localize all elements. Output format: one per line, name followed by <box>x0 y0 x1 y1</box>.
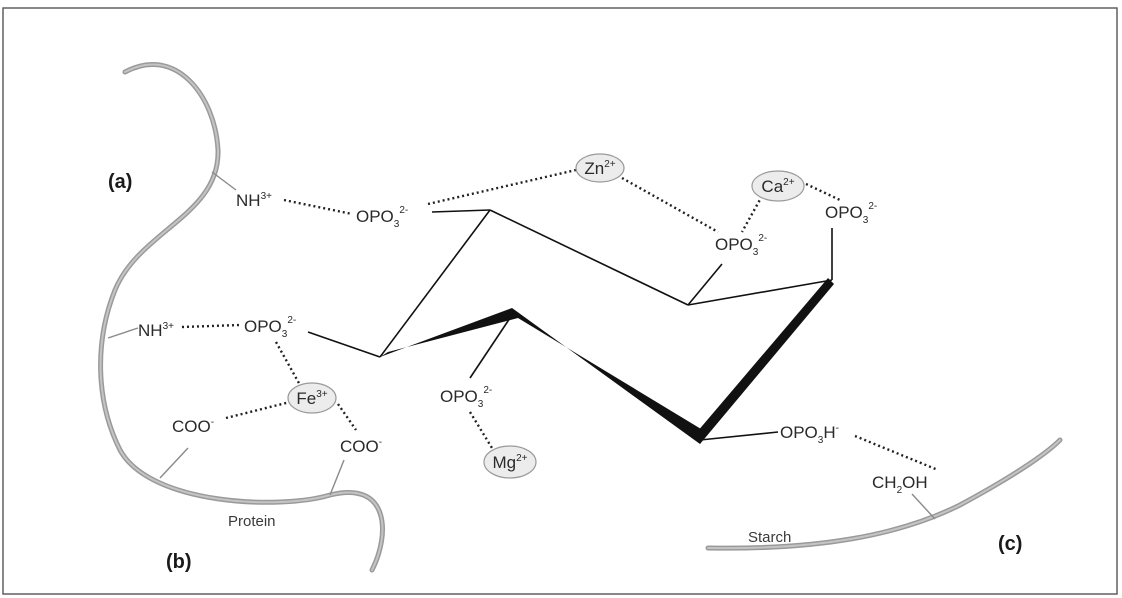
interaction-opo3-mg <box>468 411 494 449</box>
protein-label: Protein <box>228 513 276 530</box>
phosphate-label-4: OPO32- <box>825 201 877 226</box>
zn-ion-label: Zn2+ <box>584 159 615 178</box>
phosphate-label-6: OPO3H- <box>780 423 839 446</box>
panel-label-c: (c) <box>998 533 1022 555</box>
carboxylate-label-2: COO- <box>340 437 382 456</box>
interaction-coo-fe <box>225 400 291 420</box>
panel-label-b: (b) <box>166 551 192 573</box>
interaction-ca-opo3 <box>740 195 764 233</box>
mg-ion-label: Mg2+ <box>492 453 527 472</box>
interaction-zn-opo3 <box>621 176 719 234</box>
bond-c2 <box>431 209 491 213</box>
ca-ion-label: Ca2+ <box>761 177 794 196</box>
fe-ion-label: Fe3+ <box>296 389 327 408</box>
fe-ion-bubble <box>287 382 337 414</box>
protein-link-nh-a <box>211 171 237 191</box>
bond-c5 <box>699 431 779 441</box>
starch-strand <box>705 437 1063 551</box>
protein-link-coo-2 <box>329 459 345 496</box>
bond-c3 <box>687 263 723 306</box>
zn-ion-bubble <box>575 153 625 183</box>
phosphate-label-2: OPO32- <box>244 315 296 340</box>
bond-c6 <box>469 311 515 379</box>
phosphate-label-3: OPO32- <box>715 233 767 258</box>
ch2oh-label: CH2OH <box>872 473 928 496</box>
phosphate-label-5: OPO32- <box>440 385 492 410</box>
protein-link-coo-1 <box>159 447 189 479</box>
starch-link-ch2oh <box>911 493 936 520</box>
bond-c1 <box>307 331 381 358</box>
interaction-ca-opo3-2 <box>805 182 841 202</box>
interaction-nh-a-opo3 <box>283 198 353 216</box>
ca-ion-bubble <box>751 170 805 202</box>
interaction-opo3-fe <box>274 341 302 386</box>
interaction-nh-b-opo3 <box>181 323 241 329</box>
nh-a-label: NH3+ <box>236 191 272 210</box>
protein-strand <box>98 62 385 573</box>
interaction-fe-coo <box>337 403 357 431</box>
figure-frame <box>2 7 1118 595</box>
mg-ion-bubble <box>483 445 537 479</box>
phosphate-label-1: OPO32- <box>356 205 408 230</box>
nh-b-label: NH3+ <box>138 321 174 340</box>
protein-link-nh-b <box>107 327 139 339</box>
interaction-opo3h-ch2oh <box>854 434 939 472</box>
panel-label-a: (a) <box>108 171 132 193</box>
interaction-opo3-zn <box>427 168 577 206</box>
starch-label: Starch <box>748 529 791 546</box>
inositol-ring <box>379 209 834 444</box>
carboxylate-label-1: COO- <box>172 417 214 436</box>
